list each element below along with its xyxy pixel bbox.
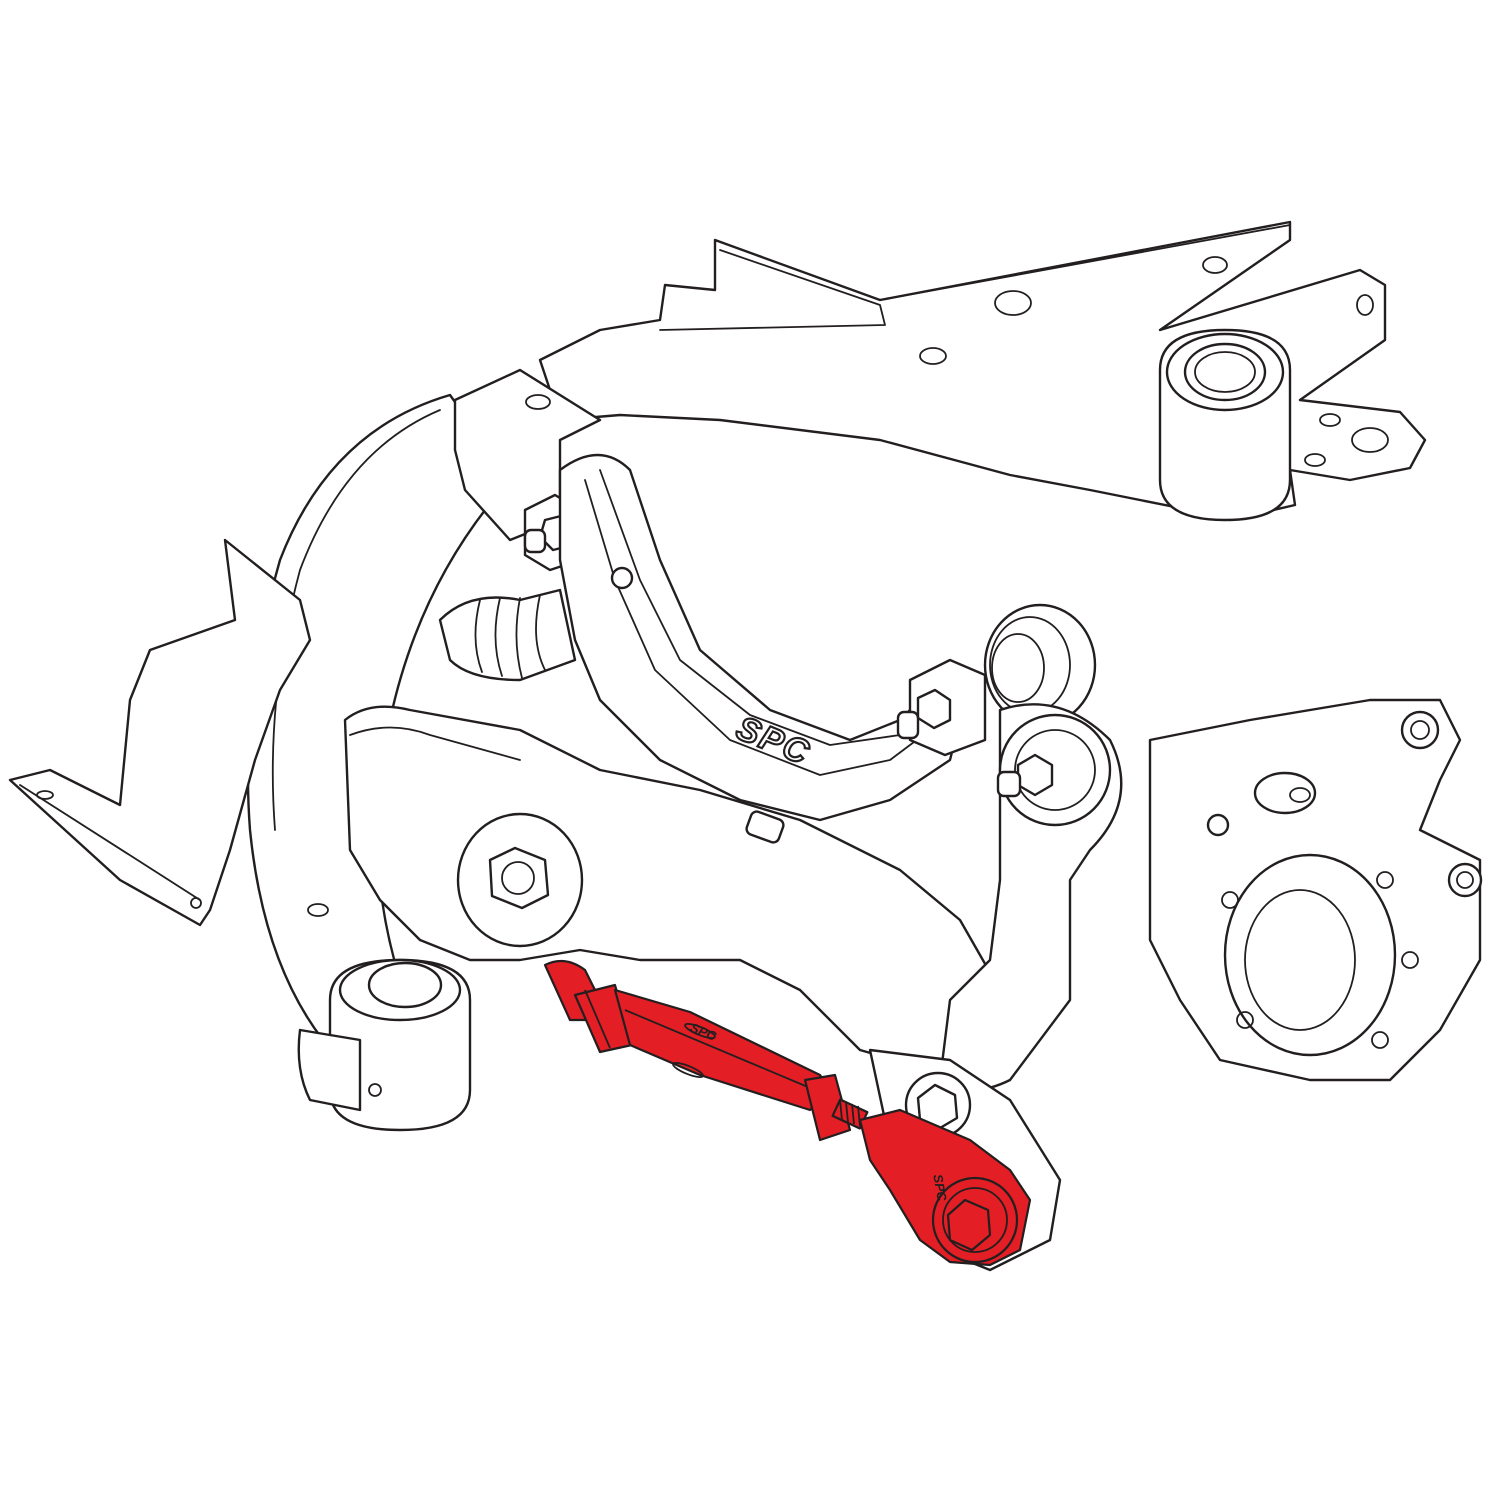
subframe-bushing-right: [1158, 328, 1292, 522]
lower-control-arm: [297, 705, 1002, 1132]
cv-axle: [438, 588, 577, 682]
knuckle-hub: [1148, 698, 1483, 1082]
toe-link-highlighted: SPC SPC: [543, 959, 1032, 1267]
subframe-crossmember: [538, 220, 1427, 522]
upper-camber-arm: SPC: [558, 453, 987, 844]
toe-link-end-brand-label: SPC: [930, 1173, 950, 1203]
vertical-link: [938, 703, 1123, 1092]
